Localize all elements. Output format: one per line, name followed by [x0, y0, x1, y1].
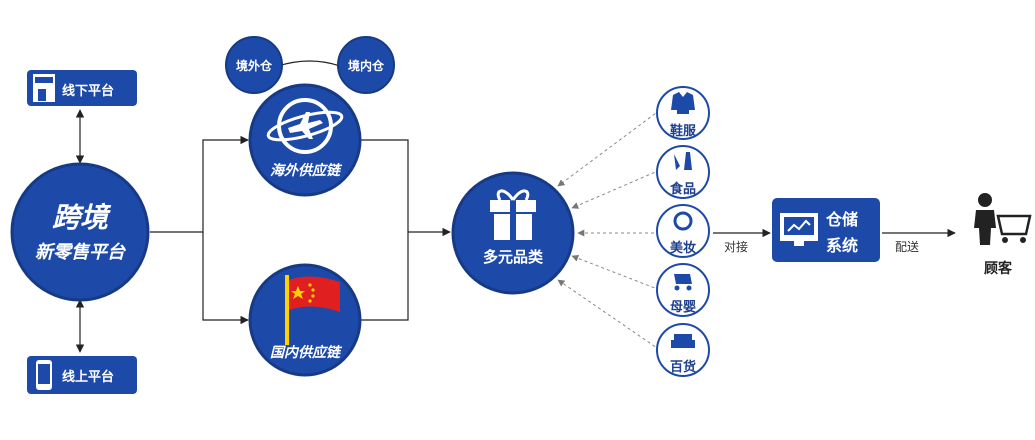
deliver-label: 配送 — [895, 240, 920, 254]
storefront-icon — [33, 74, 55, 102]
center-subtitle: 新零售平台 — [35, 242, 125, 263]
edge-warehouse-arc — [277, 60, 341, 67]
overseas-chain-label: 海外供应链 — [270, 163, 340, 179]
category-label-3: 美妆 — [669, 241, 696, 256]
edge-cat-1 — [557, 109, 661, 187]
domestic-warehouse-node — [337, 36, 395, 94]
stroller-icon — [674, 274, 692, 291]
clothing-icon — [671, 92, 695, 114]
category-circle-5 — [656, 323, 710, 377]
category-label-1: 鞋服 — [669, 124, 696, 139]
china-flag-icon — [285, 275, 340, 345]
overseas-warehouse-node — [225, 36, 283, 94]
online-label: 线上平台 — [62, 370, 115, 385]
warehouse-system-line2: 系统 — [826, 236, 859, 255]
gift-box-icon — [490, 189, 536, 240]
category-circle-1 — [656, 86, 710, 140]
overseas-warehouse-label: 境外仓 — [235, 59, 272, 73]
edge-domestic-multi — [360, 227, 451, 321]
edge-cat-4 — [571, 255, 661, 291]
category-circle-4 — [656, 263, 710, 317]
plane-globe-icon — [266, 98, 344, 154]
smartphone-icon — [36, 360, 52, 390]
monitor-icon — [780, 213, 818, 246]
edge-to-domestic — [202, 232, 249, 325]
center-title: 跨境 — [51, 201, 108, 234]
offline-label: 线下平台 — [62, 84, 115, 99]
dock-label: 对接 — [724, 240, 749, 254]
online-box — [27, 356, 137, 394]
food-icon — [674, 152, 692, 170]
customer-label: 顾客 — [984, 261, 1012, 277]
shopping-cart-person-icon — [974, 193, 1032, 245]
center-node — [10, 162, 150, 302]
domestic-chain-label: 国内供应链 — [270, 345, 340, 361]
category-label-5: 百货 — [669, 360, 696, 375]
edge-overseas-multi — [360, 139, 409, 232]
category-circle-3 — [656, 204, 710, 258]
category-circle-2 — [656, 145, 710, 199]
category-label-2: 食品 — [669, 182, 696, 197]
edge-cat-2 — [571, 169, 661, 209]
sofa-icon — [671, 334, 695, 348]
domestic-warehouse-label: 境内仓 — [347, 59, 384, 73]
warehouse-system-line1: 仓储 — [826, 210, 859, 229]
category-label-4: 母婴 — [669, 300, 696, 315]
edge-cat-5 — [557, 279, 661, 351]
multi-category-label: 多元品类 — [482, 248, 543, 266]
cosmetics-icon — [673, 211, 693, 231]
edge-to-overseas — [150, 135, 249, 233]
